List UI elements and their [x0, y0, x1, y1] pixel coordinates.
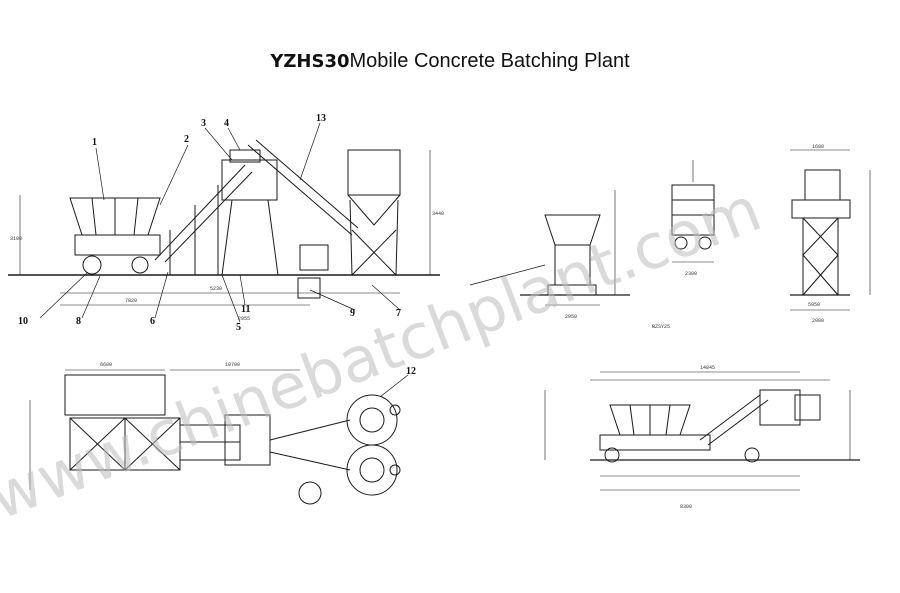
plan-view: [29, 369, 409, 505]
dimension-label: 3100: [10, 236, 22, 242]
dimension-label: 6600: [100, 362, 112, 368]
dimension-label: 3440: [432, 211, 444, 217]
title-model: YZHS30: [270, 51, 350, 72]
dimension-label: 5950: [808, 302, 820, 308]
dimension-labels: 5230 7820 2955 3100 3440 8300 14845 6600…: [10, 144, 824, 510]
dimension-label: 14845: [700, 365, 715, 371]
callout-12: 12: [406, 366, 416, 377]
dimension-label: 1600: [812, 144, 824, 150]
callout-8: 8: [76, 316, 81, 327]
callout-5: 5: [236, 322, 241, 333]
callout-labels: 1 2 3 4 13 10 8 6 11 5 9 7 12: [18, 113, 416, 377]
rear-view: [671, 160, 715, 263]
dimension-label: 2955: [238, 316, 250, 322]
dimension-label: 8300: [680, 504, 692, 510]
page-title: YZHS30Mobile Concrete Batching Plant: [0, 50, 900, 73]
dimension-label: 5230: [210, 286, 222, 292]
title-text: Mobile Concrete Batching Plant: [349, 50, 630, 72]
callout-13: 13: [316, 113, 326, 124]
side-elevation-view: [8, 122, 440, 323]
dimension-label: 2300: [685, 271, 697, 277]
callout-2: 2: [184, 134, 189, 145]
callout-6: 6: [150, 316, 155, 327]
section-label: BZSY25: [652, 324, 670, 330]
watermark-text: www.chinebatchplant.com: [0, 172, 770, 534]
callout-11: 11: [241, 304, 250, 315]
callout-10: 10: [18, 316, 28, 327]
tower-view: [790, 149, 871, 311]
dimension-label: 7820: [125, 298, 137, 304]
callout-4: 4: [224, 118, 229, 129]
callout-1: 1: [92, 137, 97, 148]
transport-view: [544, 371, 860, 491]
dimension-label: 10700: [225, 362, 240, 368]
callout-9: 9: [350, 308, 355, 319]
front-view: [469, 190, 630, 306]
dimension-label: 2000: [812, 318, 824, 324]
callout-7: 7: [396, 308, 401, 319]
dimension-label: 2950: [565, 314, 577, 320]
callout-3: 3: [201, 118, 206, 129]
